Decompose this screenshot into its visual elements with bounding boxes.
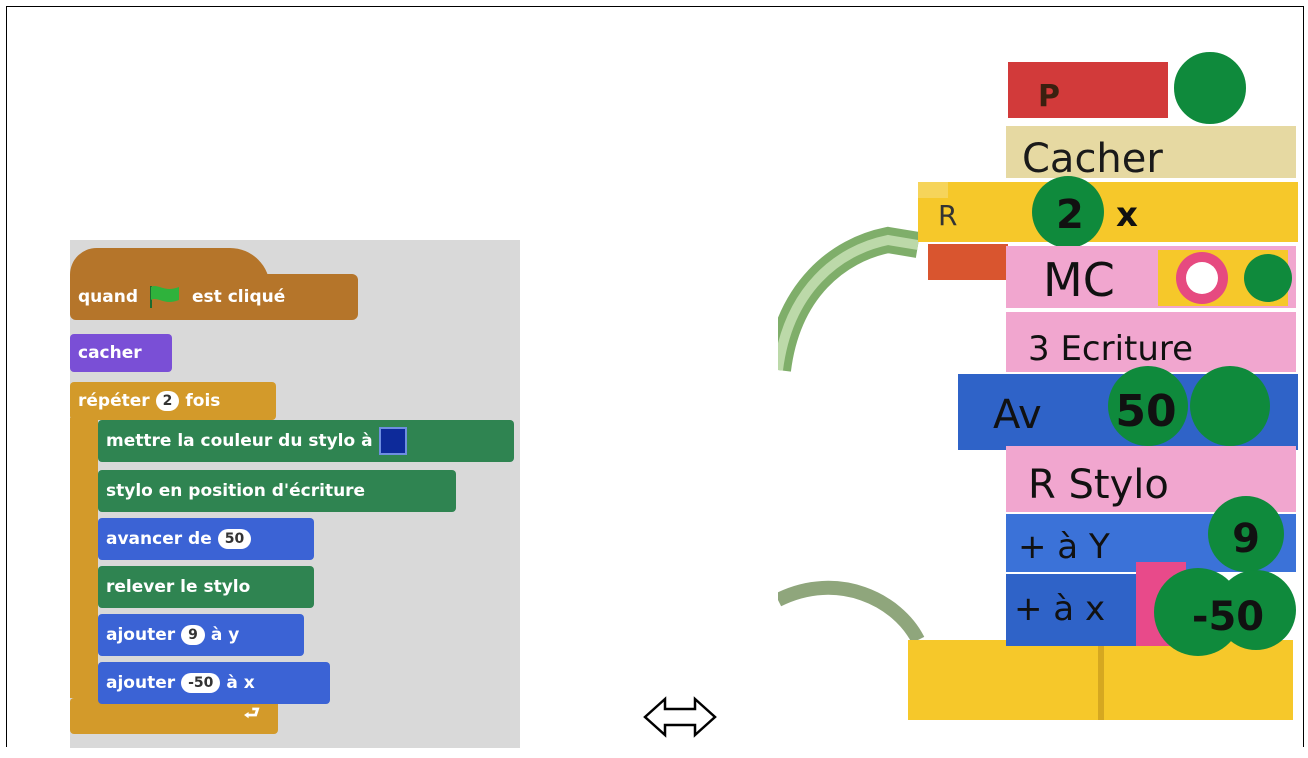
change-y-input[interactable]: 9: [181, 625, 205, 645]
brick-start-label: P: [1038, 79, 1060, 114]
brick-repeat-count: 2: [1056, 192, 1084, 238]
move-steps-block[interactable]: avancer de 50: [98, 518, 314, 560]
brick-change-y-value: 9: [1232, 516, 1260, 562]
left-right-arrow-icon: [643, 695, 717, 739]
repeat-label: répéter: [78, 391, 150, 411]
brick-pen-down-label: 3 Ecriture: [1028, 329, 1193, 369]
pen-down-label: stylo en position d'écriture: [106, 481, 365, 501]
pen-up-block[interactable]: relever le stylo: [98, 566, 314, 608]
repeat-suffix-label: fois: [185, 391, 220, 411]
lego-program-photo: P Cacher R 2 x MC 3 Ecriture Av 50 R Sty…: [778, 40, 1302, 746]
green-flag-icon: [148, 284, 182, 310]
set-pen-color-label: mettre la couleur du stylo à: [106, 431, 373, 451]
repeat-count-input[interactable]: 2: [156, 391, 180, 411]
brick-move-value: 50: [1115, 386, 1176, 437]
when-label: quand: [78, 287, 138, 307]
when-flag-clicked-block[interactable]: quand est cliqué: [70, 274, 358, 320]
brick-pen-up-label: R Stylo: [1028, 462, 1169, 508]
change-x-suffix: à x: [226, 673, 254, 693]
brick-change-x-value: -50: [1192, 594, 1264, 640]
hide-block[interactable]: cacher: [70, 334, 172, 372]
change-y-label: ajouter: [106, 625, 175, 645]
brick-change-y-label: + à Y: [1018, 527, 1110, 567]
pen-down-block[interactable]: stylo en position d'écriture: [98, 470, 456, 512]
pen-up-label: relever le stylo: [106, 577, 250, 597]
brick-pen-color-label: MC: [1043, 253, 1115, 307]
set-pen-color-block[interactable]: mettre la couleur du stylo à: [98, 420, 514, 462]
change-x-label: ajouter: [106, 673, 175, 693]
change-y-suffix: à y: [211, 625, 239, 645]
move-steps-input[interactable]: 50: [218, 529, 251, 549]
change-x-block[interactable]: ajouter -50 à x: [98, 662, 330, 704]
brick-change-x-label: + à x: [1014, 589, 1105, 629]
brick-hide-label: Cacher: [1022, 136, 1163, 182]
scratch-script-panel: quand est cliqué cacher répéter 2 fois ⮐…: [70, 240, 520, 748]
hide-label: cacher: [78, 343, 142, 363]
repeat-block-arm: [70, 418, 98, 698]
brick-move-label: Av: [993, 392, 1042, 438]
brick-repeat-symbol: x: [1116, 195, 1138, 235]
pen-color-swatch[interactable]: [379, 427, 407, 455]
change-y-block[interactable]: ajouter 9 à y: [98, 614, 304, 656]
move-label: avancer de: [106, 529, 212, 549]
loop-arrow-icon: ⮐: [244, 701, 260, 731]
clicked-label: est cliqué: [192, 287, 285, 307]
brick-repeat-letter: R: [938, 199, 957, 232]
change-x-input[interactable]: -50: [181, 673, 220, 693]
repeat-block[interactable]: répéter 2 fois: [70, 382, 276, 420]
